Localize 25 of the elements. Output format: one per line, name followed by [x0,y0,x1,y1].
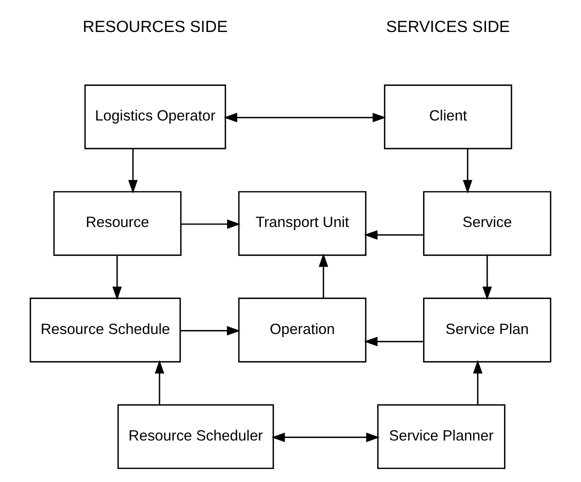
node-box: Resource [53,191,182,256]
arrow [462,148,472,194]
label: RESOURCES SIDE [82,18,228,36]
arrow [224,112,386,122]
node-box: Resource Schedule [30,298,181,362]
arrow [271,432,380,442]
node-box: Operation [238,298,366,362]
node-box: Logistics Operator [84,84,226,150]
arrow [112,255,122,300]
node-box: Service Planner [377,404,506,470]
label: SERVICES SIDE [386,18,510,36]
arrow [318,253,328,298]
node-box: Service [423,191,552,256]
arrow [128,148,138,194]
arrow [364,336,424,346]
arrow [473,360,482,405]
arrow [364,230,424,240]
arrow [181,219,241,229]
node-box: Resource Scheduler [117,404,274,470]
node-box: Service Plan [423,298,552,362]
arrow [180,326,240,336]
node-box: Client [384,84,512,150]
arrow [482,255,492,300]
arrow [154,360,164,405]
node-box: Transport Unit [238,191,366,256]
